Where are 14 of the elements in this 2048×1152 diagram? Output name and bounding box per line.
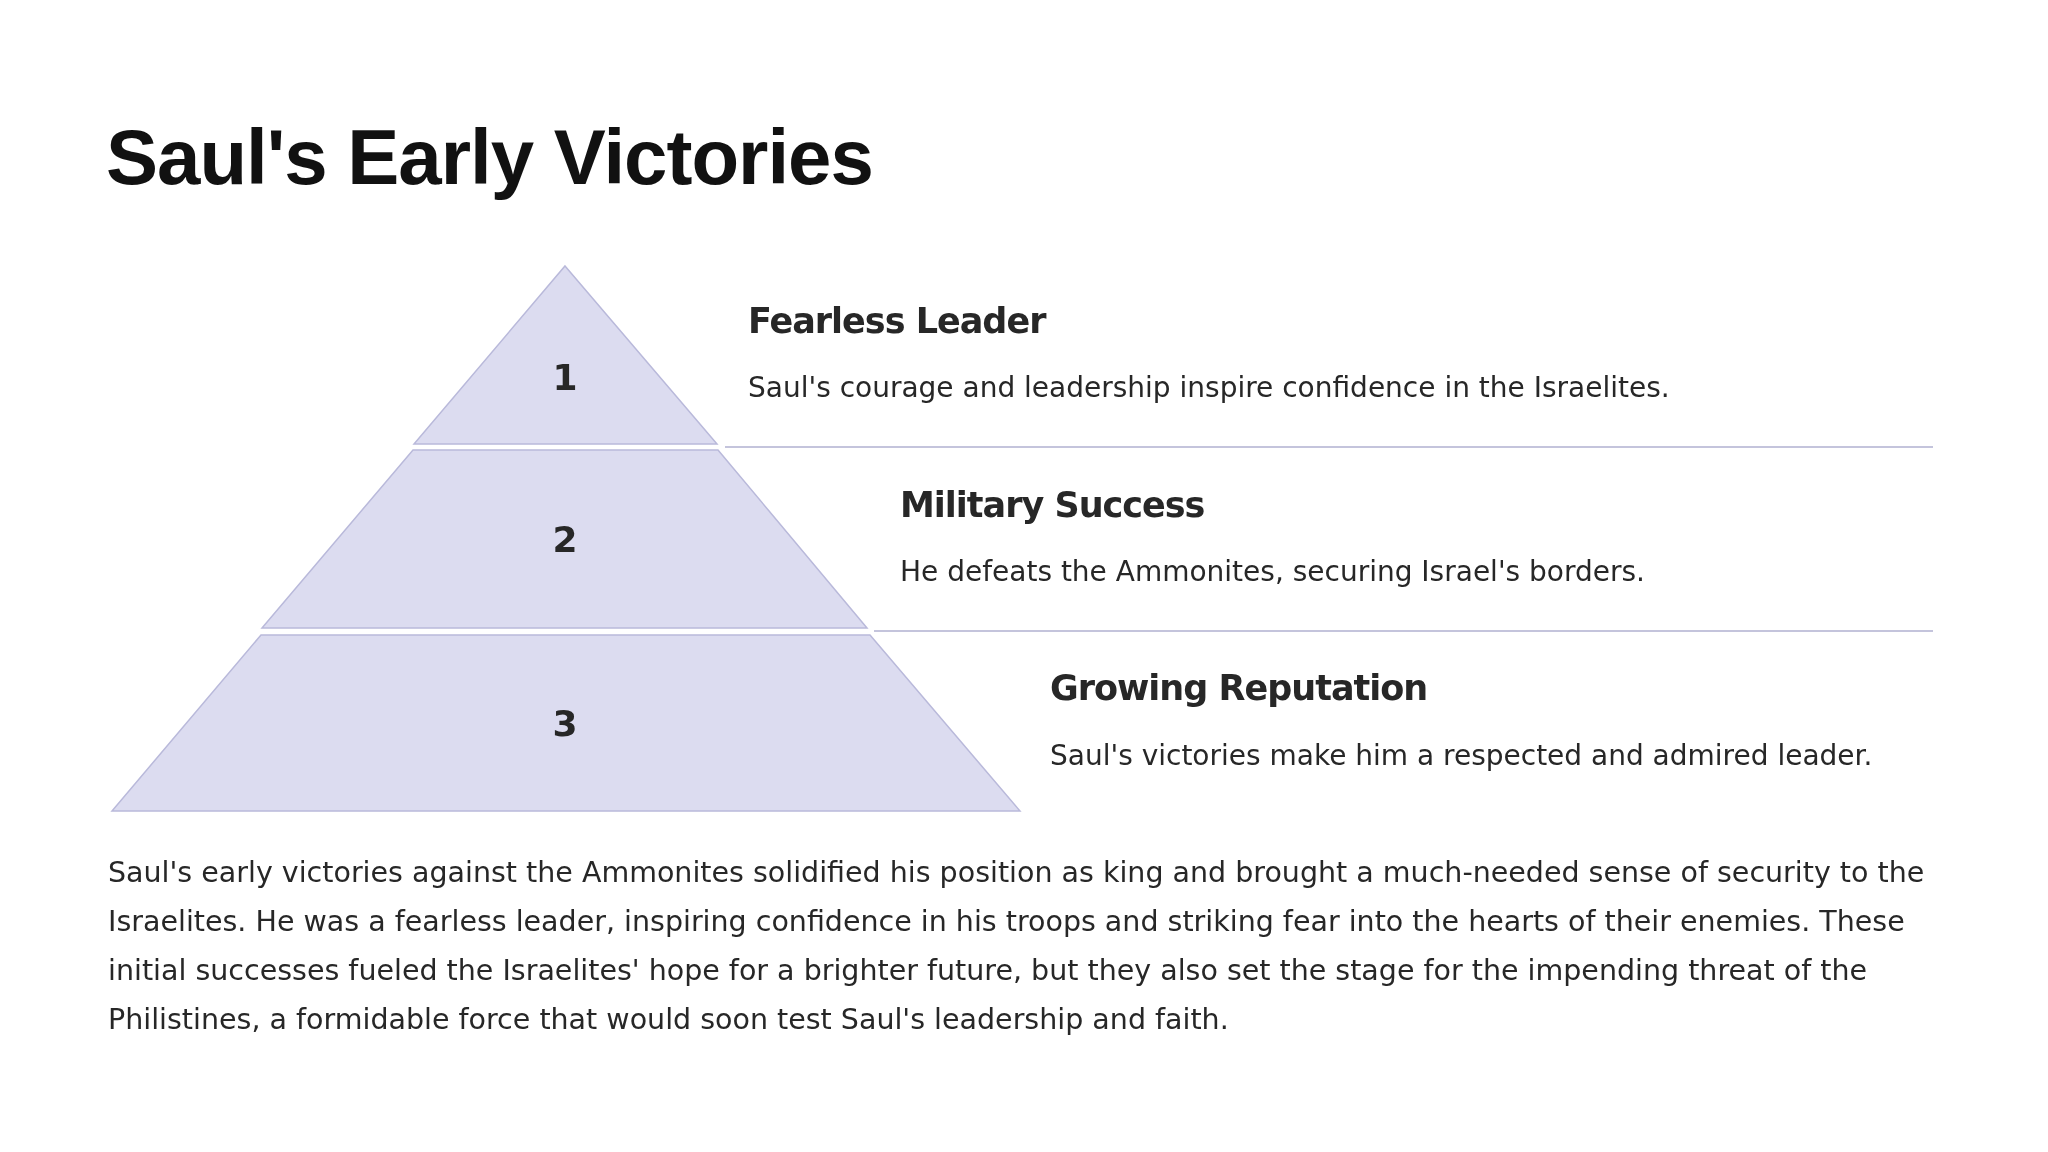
body-paragraph: Saul's early victories against the Ammonites solidified his position as king and brought a much-needed sense of security to the Israelites. He was a fearless leader, inspiring confidence in his troops and striking fear into the hearts of their enemies. These initial successes fueled the Israelites' hope for a brighter future, but they also set the stage for the impending threat of the Philistines, a formidable force that would soon test Saul's leadership and faith. xyxy=(108,855,1926,1038)
tier-number: 1 xyxy=(552,356,578,398)
tier-heading: Growing Reputation xyxy=(1050,668,1428,708)
pyramid-tier xyxy=(112,635,1020,811)
tier-heading: Fearless Leader xyxy=(748,301,1046,341)
tier-description: Saul's victories make him a respected and admired leader. xyxy=(1050,738,1873,772)
pyramid-tier xyxy=(262,450,867,628)
tier-number: 3 xyxy=(552,702,578,744)
tier-heading: Military Success xyxy=(900,485,1205,525)
tier-description: He defeats the Ammonites, securing Israel's borders. xyxy=(900,554,1645,588)
tier-number: 2 xyxy=(552,518,578,560)
title: Saul's Early Victories xyxy=(106,112,873,203)
pyramid-tier xyxy=(414,266,717,444)
tier-description: Saul's courage and leadership inspire confidence in the Israelites. xyxy=(748,370,1670,404)
